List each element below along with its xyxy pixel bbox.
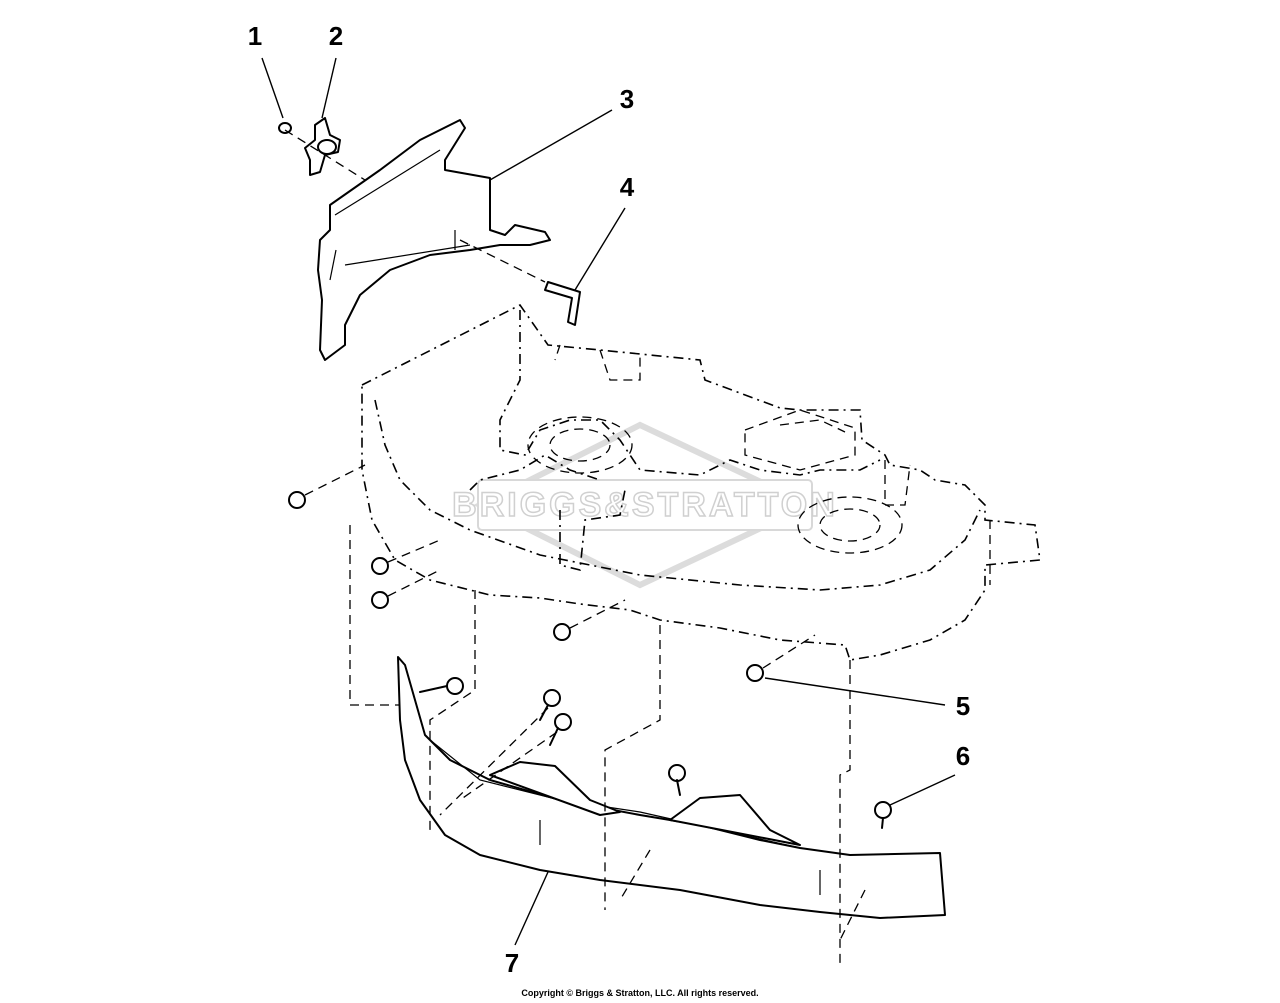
alignment-lines <box>349 525 866 965</box>
callout-3: 3 <box>620 84 634 114</box>
deck-nuts <box>288 491 764 682</box>
discharge-chute <box>317 119 551 361</box>
fastener-1 <box>278 122 292 134</box>
callout-numbers: 1 2 3 4 5 6 7 <box>248 21 970 978</box>
watermark-text: BRIGGS&STRATTON <box>452 486 838 524</box>
mower-deck <box>361 303 1041 661</box>
front-baffle <box>397 656 946 919</box>
callout-4: 4 <box>620 172 635 202</box>
callout-6: 6 <box>956 741 970 771</box>
brand-watermark: BRIGGS&STRATTON <box>451 421 838 589</box>
leader-lines <box>261 57 956 946</box>
copyright-notice: Copyright © Briggs & Stratton, LLC. All … <box>521 988 759 998</box>
callout-2: 2 <box>329 21 343 51</box>
wing-nut <box>304 117 341 176</box>
callout-1: 1 <box>248 21 262 51</box>
chute-pin <box>459 239 581 326</box>
callout-5: 5 <box>956 691 970 721</box>
baffle-bolts <box>419 677 892 829</box>
callout-7: 7 <box>505 948 519 978</box>
